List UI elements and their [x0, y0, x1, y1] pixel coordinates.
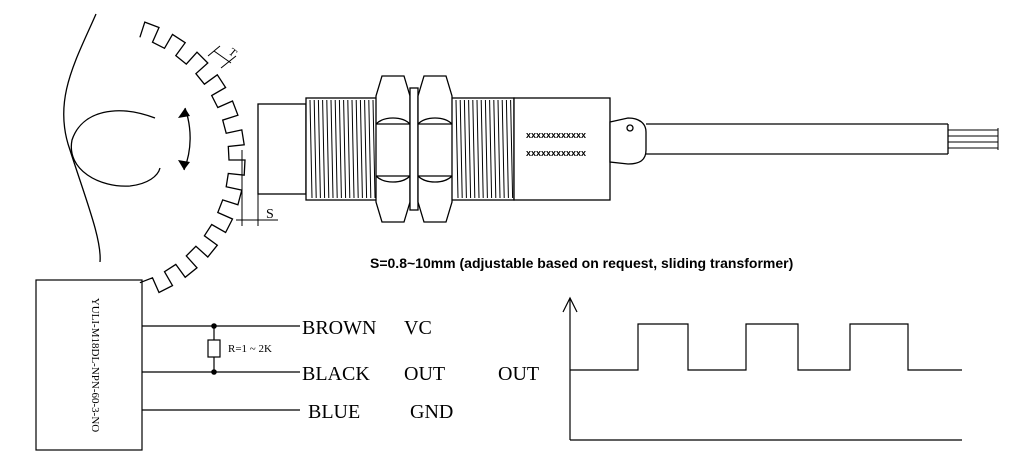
gap-dimension	[236, 150, 278, 226]
thread-line	[459, 99, 463, 199]
thread-line	[476, 99, 480, 199]
wire-black-color: BLACK	[302, 363, 370, 385]
rotation-arrow-icon	[183, 107, 191, 171]
wire-brown-color: BROWN	[302, 317, 376, 339]
wiring-diagram	[35, 279, 300, 451]
thread-line	[480, 99, 484, 199]
rear-housing	[513, 97, 611, 201]
thread-line	[359, 99, 363, 199]
thread-line	[497, 99, 501, 199]
wire-black-signal: OUT	[404, 363, 445, 385]
thread-line	[343, 99, 347, 199]
gap-label: S	[266, 207, 274, 222]
rotation-arrowhead-top	[178, 108, 190, 118]
tooth-label: T	[226, 46, 239, 60]
thread-line	[347, 99, 351, 199]
tooth-dimension	[207, 45, 237, 69]
thread-line	[501, 99, 505, 199]
wire-brown-signal: VC	[404, 317, 432, 339]
output-label: OUT	[498, 363, 539, 385]
thread-line	[472, 99, 476, 199]
waveform-y-arrow	[562, 296, 578, 313]
model-box	[35, 279, 143, 451]
thread-line	[510, 99, 514, 199]
body-marking-1: xxxxxxxxxxxx	[526, 130, 586, 140]
thread-line	[493, 99, 497, 199]
thread-line	[317, 99, 321, 199]
thread-line	[489, 99, 493, 199]
output-waveform	[562, 296, 962, 441]
thread-line	[338, 99, 342, 199]
nut-washer	[409, 87, 419, 211]
thread-line	[455, 99, 459, 199]
sensor-body	[257, 75, 999, 223]
thread-line	[364, 99, 368, 199]
thread-line	[313, 99, 317, 199]
hex-nut-left	[375, 75, 416, 223]
thread-line	[351, 99, 355, 199]
hex-nut-right	[417, 75, 453, 223]
gear-hub-curve	[70, 110, 161, 187]
thread-line	[330, 99, 334, 199]
thread-line	[368, 99, 372, 199]
thread-line	[484, 99, 488, 199]
thread-line	[463, 99, 467, 199]
thread-line	[326, 99, 330, 199]
model-label: YULI-M18DL-NPN-60-3-NO	[89, 298, 101, 432]
thread-line	[372, 99, 376, 199]
gear-wheel	[63, 13, 246, 294]
body-marking-2: xxxxxxxxxxxx	[526, 148, 586, 158]
pulse-train	[570, 323, 962, 371]
sensor-face	[257, 103, 307, 195]
gap-note: S=0.8~10mm (adjustable based on request,…	[370, 255, 793, 271]
thread-line	[468, 99, 472, 199]
barrel-threads	[309, 99, 514, 199]
resistor	[207, 339, 221, 358]
thread-line	[322, 99, 326, 199]
gland-hole	[626, 124, 634, 132]
wire-ends	[948, 128, 999, 150]
cable-gland	[609, 117, 647, 165]
rotation-arrowhead-bottom	[178, 160, 190, 170]
wire-blue-signal: GND	[410, 401, 453, 423]
wire-blue-color: BLUE	[308, 401, 360, 423]
thread-line	[309, 99, 313, 199]
gear-outline	[139, 21, 246, 294]
thread-line	[505, 99, 509, 199]
thread-line	[355, 99, 359, 199]
gear-body-curve	[63, 13, 101, 263]
resistor-label: R=1 ~ 2K	[228, 343, 272, 355]
thread-line	[334, 99, 338, 199]
